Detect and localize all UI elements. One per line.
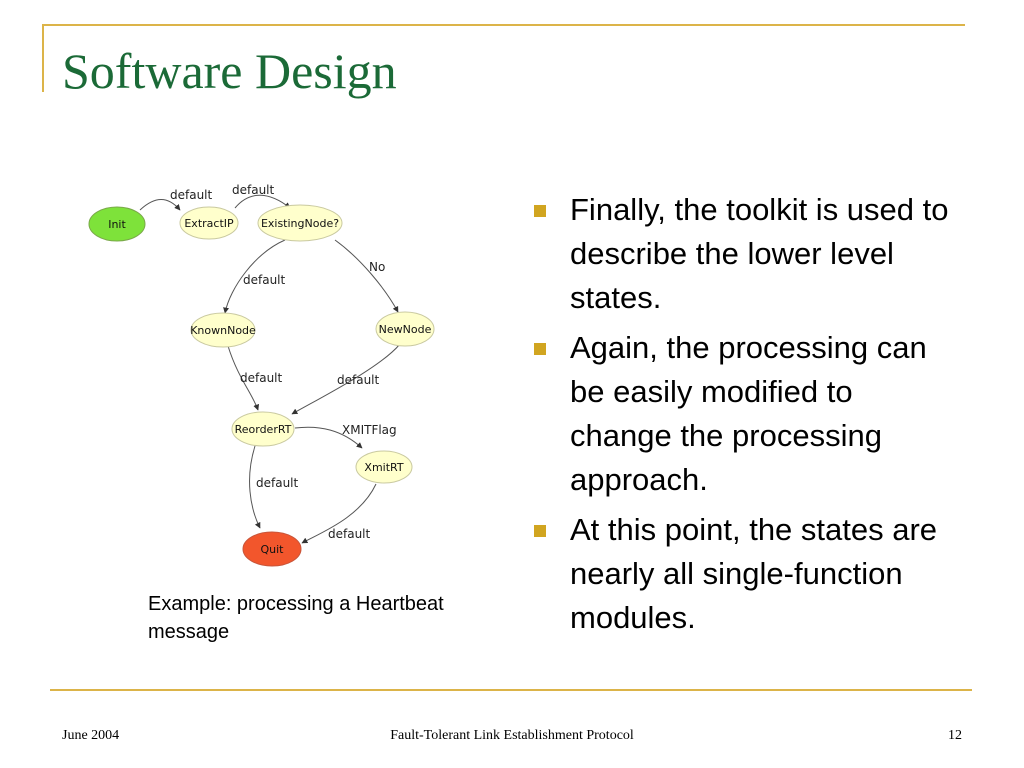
state-node-shape [355,450,413,484]
edge-label: No [369,260,385,274]
left-rule [42,24,44,92]
state-node-shape [375,311,435,347]
edge-existingnode-knownnode [223,239,286,314]
edge-label: default [256,476,299,490]
square-bullet-icon [534,525,546,537]
square-bullet-icon [534,205,546,217]
state-node-label: Quit [261,543,285,556]
edge-reorderrt-xmitrt [294,426,363,449]
state-node-shape [257,204,343,242]
state-node-knownnode: KnownNode [190,312,256,348]
edge-label: default [232,183,275,197]
state-node-reorderrt: ReorderRT [231,411,295,447]
footer-title: Fault-Tolerant Link Establishment Protoc… [390,728,634,743]
footer-rule [50,689,972,691]
edge-knownnode-reorderrt [227,345,260,411]
state-node-shape [242,531,302,567]
diagram-edges [139,194,401,544]
edge-label: XMITFlag [342,423,397,437]
diagram-caption: Example: processing a Heartbeat message [148,593,444,643]
state-node-quit: Quit [242,531,302,567]
state-node-init: Init [88,206,146,242]
state-node-shape [190,312,256,348]
bullet-item: Again, the processing can be easily modi… [532,326,962,502]
state-node-shape [88,206,146,242]
state-node-existingnode: ExistingNode? [257,204,343,242]
state-node-shape [179,206,239,240]
bullet-text: Again, the processing can be easily modi… [570,330,927,497]
edge-init-extractip [139,199,181,211]
edge-extractip-existingnode [234,194,291,209]
top-rule [42,24,965,26]
state-node-newnode: NewNode [375,311,435,347]
state-node-label: Init [108,218,126,231]
edge-xmitrt-quit [301,483,377,544]
edge-label: default [170,188,213,202]
edge-reorderrt-quit [249,445,261,529]
bullet-text: At this point, the states are nearly all… [570,512,938,635]
edge-label: default [240,371,283,385]
page-number: 12 [948,728,962,743]
edge-label: default [328,527,371,541]
state-node-label: KnownNode [190,324,256,337]
state-node-label: NewNode [379,323,432,336]
edge-newnode-reorderrt [291,343,401,415]
footer-date: June 2004 [62,728,120,743]
edge-existingnode-newnode [334,239,399,313]
state-node-label: ExistingNode? [261,217,339,230]
bullet-text: Finally, the toolkit is used to describe… [570,192,949,315]
state-node-label: XmitRT [364,461,403,474]
bullet-item: At this point, the states are nearly all… [532,508,962,640]
edge-label: default [337,373,380,387]
bullet-item: Finally, the toolkit is used to describe… [532,188,962,320]
state-node-shape [231,411,295,447]
state-node-label: ExtractIP [184,217,234,230]
edge-label: default [243,273,286,287]
state-node-xmitrt: XmitRT [355,450,413,484]
slide-title: Software Design [62,43,397,99]
square-bullet-icon [534,343,546,355]
state-node-extractip: ExtractIP [179,206,239,240]
state-node-label: ReorderRT [235,423,292,436]
bullet-list: Finally, the toolkit is used to describe… [532,188,962,646]
state-diagram: default default default No default defau… [88,183,435,567]
